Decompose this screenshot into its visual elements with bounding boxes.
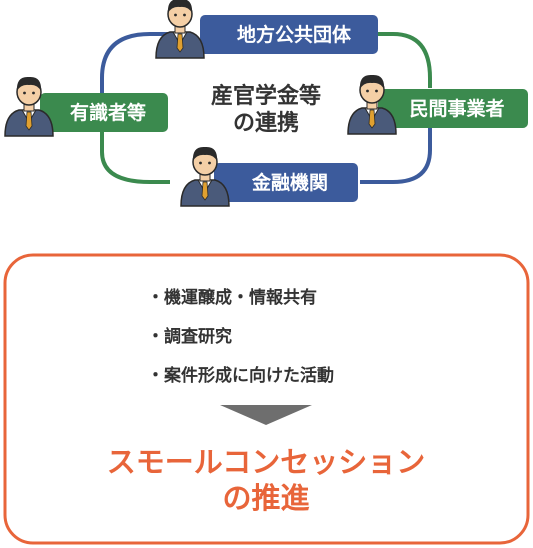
center-title-line1: 産官学金等	[211, 83, 321, 109]
connection-arc-top-right	[378, 32, 432, 88]
activities-box	[3, 253, 530, 545]
node-financial-institutions-label: 金融機関	[251, 171, 328, 194]
node-experts	[40, 93, 168, 132]
node-private-businesses-label: 民間事業者	[409, 97, 504, 120]
center-title-line2: の連携	[233, 110, 299, 136]
connection-arc-bottom-right	[360, 128, 432, 184]
node-financial-institutions	[214, 163, 358, 202]
node-private-businesses	[378, 89, 528, 128]
activity-item-3: ・案件形成に向けた活動	[147, 365, 334, 386]
activity-item-2: ・調査研究	[147, 326, 232, 347]
connection-arc-top-left	[100, 32, 170, 104]
node-local-government	[200, 15, 378, 54]
connection-arc-bottom-left	[100, 130, 170, 184]
goal-line1: スモールコンセッション	[107, 445, 425, 479]
down-arrow-icon	[220, 405, 312, 425]
node-experts-label: 有識者等	[70, 101, 146, 124]
person-icon-top	[155, 0, 205, 59]
node-local-government-label: 地方公共団体	[237, 23, 352, 46]
activity-item-1: ・機運醸成・情報共有	[147, 287, 317, 308]
goal-line2: の推進	[222, 481, 309, 515]
